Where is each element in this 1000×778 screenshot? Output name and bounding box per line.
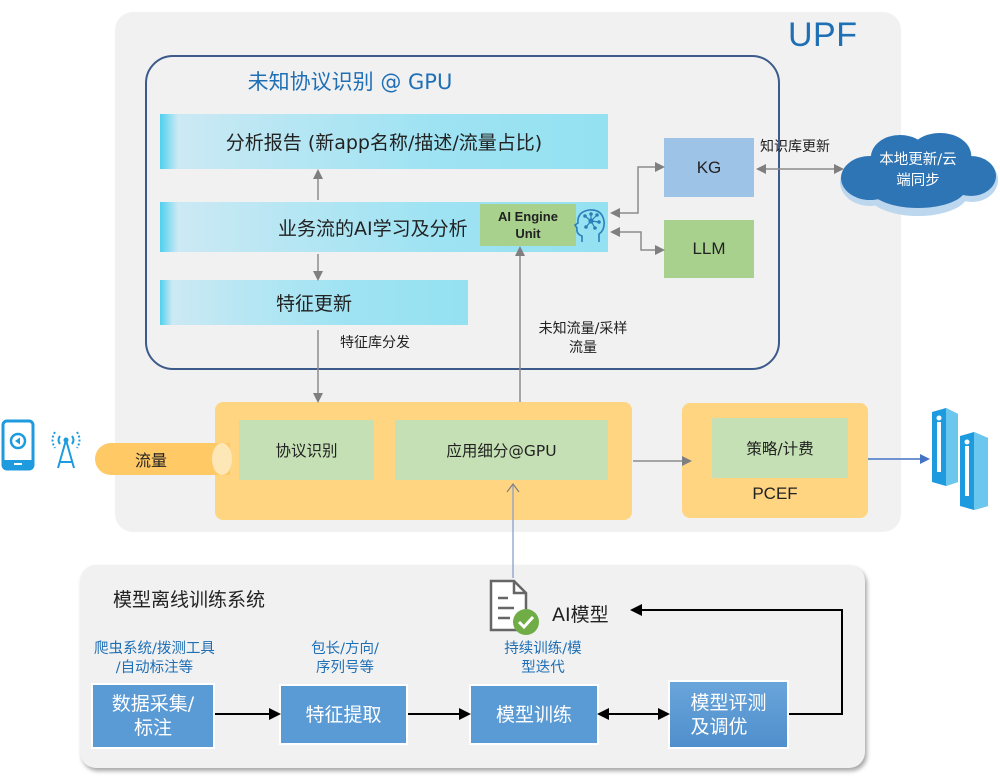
- mobile-phone-icon: [1, 419, 35, 471]
- features-note-line1: 包长/方向/: [311, 641, 379, 657]
- unknown-protocol-gpu-box: [145, 55, 780, 370]
- features-note: 包长/方向/ 序列号等: [290, 640, 400, 678]
- unknown-flow-label-line2: 流量: [569, 340, 597, 356]
- collection-note: 爬虫系统/拨测工具 /自动标注等: [82, 640, 227, 678]
- ai-model-document-icon: [489, 579, 539, 635]
- evaluation-line2: 及调优: [690, 715, 748, 738]
- kg-box: KG: [664, 138, 754, 197]
- kg-label: KG: [696, 157, 722, 177]
- app-segmentation-label: 应用细分@GPU: [446, 442, 557, 460]
- feature-extraction-step: 特征提取: [281, 686, 406, 743]
- kb-update-label: 知识库更新: [760, 139, 830, 155]
- policy-billing-box: 策略/计费: [712, 418, 848, 478]
- analysis-report-bar: 分析报告 (新app名称/描述/流量占比): [160, 114, 608, 169]
- arrow-kg-ai-engine: [610, 162, 665, 218]
- ai-brain-head-icon: [574, 209, 605, 242]
- feature-update-label: 特征更新: [275, 293, 352, 315]
- arrow-evaluation-to-model: [630, 604, 843, 715]
- ai-model-label: AI模型: [552, 604, 609, 626]
- model-evaluation-step: 模型评测 及调优: [670, 682, 787, 747]
- gpu-section-title: 未知协议识别 @ GPU: [247, 70, 453, 94]
- cloud-label: 本地更新/云 端同步: [850, 150, 986, 192]
- feature-update-bar: 特征更新: [160, 280, 468, 325]
- feature-distribution-label: 特征库分发: [340, 335, 410, 351]
- upf-title: UPF: [788, 16, 858, 54]
- antenna-icon: [51, 431, 81, 469]
- ai-learning-label: 业务流的AI学习及分析: [278, 217, 468, 240]
- policy-billing-label: 策略/计费: [746, 440, 814, 458]
- unknown-flow-label-line1: 未知流量/采样: [538, 321, 628, 337]
- traffic-pipe: 流量: [95, 443, 230, 475]
- protocol-recognition-label: 协议识别: [275, 442, 338, 460]
- arrow-model-to-app-seg-head: [506, 483, 520, 493]
- iteration-note-line1: 持续训练/模: [504, 641, 582, 657]
- pcef-label: PCEF: [752, 484, 798, 503]
- cloud-icon: [840, 133, 998, 216]
- model-training-step: 模型训练: [471, 686, 597, 743]
- collection-note-line1: 爬虫系统/拨测工具: [94, 641, 215, 657]
- ai-engine-line2: Unit: [515, 226, 541, 241]
- cloud-label-line1: 本地更新/云: [879, 152, 957, 168]
- cloud-label-line2: 端同步: [896, 173, 940, 189]
- collection-note-line2: /自动标注等: [115, 660, 194, 676]
- protocol-recognition-box: 协议识别: [239, 420, 374, 480]
- ai-engine-unit: AI Engine Unit: [480, 204, 576, 246]
- data-collection-line2: 标注: [133, 717, 172, 739]
- server-icon: [932, 408, 988, 510]
- model-training-label: 模型训练: [495, 703, 572, 726]
- traffic-label: 流量: [135, 451, 168, 470]
- analysis-report-label: 分析报告 (新app名称/描述/流量占比): [225, 132, 543, 154]
- app-segmentation-box: 应用细分@GPU: [395, 420, 608, 480]
- ai-engine-line1: AI Engine: [498, 209, 558, 224]
- feature-extraction-label: 特征提取: [305, 703, 382, 726]
- evaluation-line1: 模型评测: [690, 691, 767, 714]
- unknown-flow-label: 未知流量/采样 流量: [528, 320, 638, 358]
- data-collection-line1: 数据采集/: [111, 693, 195, 715]
- iteration-note-line2: 型迭代: [521, 660, 565, 676]
- arrow-llm-ai-engine: [610, 227, 665, 255]
- features-note-line2: 序列号等: [316, 660, 374, 676]
- data-collection-step: 数据采集/ 标注: [93, 685, 213, 747]
- traffic-pipe-cap: [212, 443, 232, 475]
- llm-box: LLM: [664, 220, 754, 278]
- llm-label: LLM: [692, 239, 726, 258]
- training-title: 模型离线训练系统: [113, 589, 266, 611]
- iteration-note: 持续训练/模 型迭代: [488, 640, 598, 678]
